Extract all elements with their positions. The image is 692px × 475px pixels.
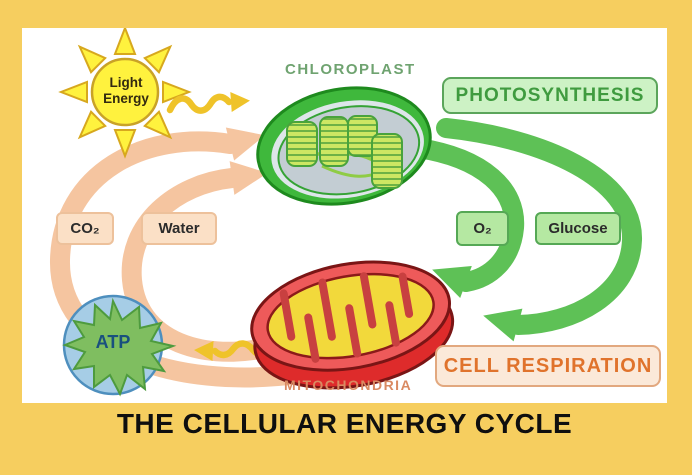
page-title: THE CELLULAR ENERGY CYCLE [116, 408, 573, 439]
o2-glucose-arrow-inner [408, 138, 525, 298]
sun-icon [58, 28, 192, 159]
mitochondria-illustration [250, 260, 455, 390]
mitochondria-label: MITOCHONDRIA [284, 377, 413, 393]
o2-glucose-arrow-outer [436, 118, 643, 342]
diagram-panel: Light Energy CHLOROPLAST PHOTOSYNTHESIS … [22, 28, 667, 403]
water-chip: Water [141, 212, 217, 245]
photosynthesis-badge: PHOTOSYNTHESIS [442, 77, 658, 114]
co2-water-arrow-inner [121, 161, 298, 362]
diagram-artwork [49, 28, 643, 397]
sun-label: Light Energy [103, 75, 149, 107]
o2-chip: O₂ [456, 211, 509, 246]
light-energy-arrow-icon [166, 92, 250, 114]
atp-icon [62, 294, 177, 397]
chloroplast-illustration [256, 86, 432, 206]
chloroplast-label: CHLOROPLAST [285, 61, 416, 78]
co2-water-arrow-outer [49, 127, 308, 388]
co2-chip: CO₂ [56, 212, 114, 245]
cell-respiration-badge: CELL RESPIRATION [435, 345, 661, 387]
glucose-chip: Glucose [535, 212, 621, 245]
atp-label: ATP [95, 332, 131, 352]
